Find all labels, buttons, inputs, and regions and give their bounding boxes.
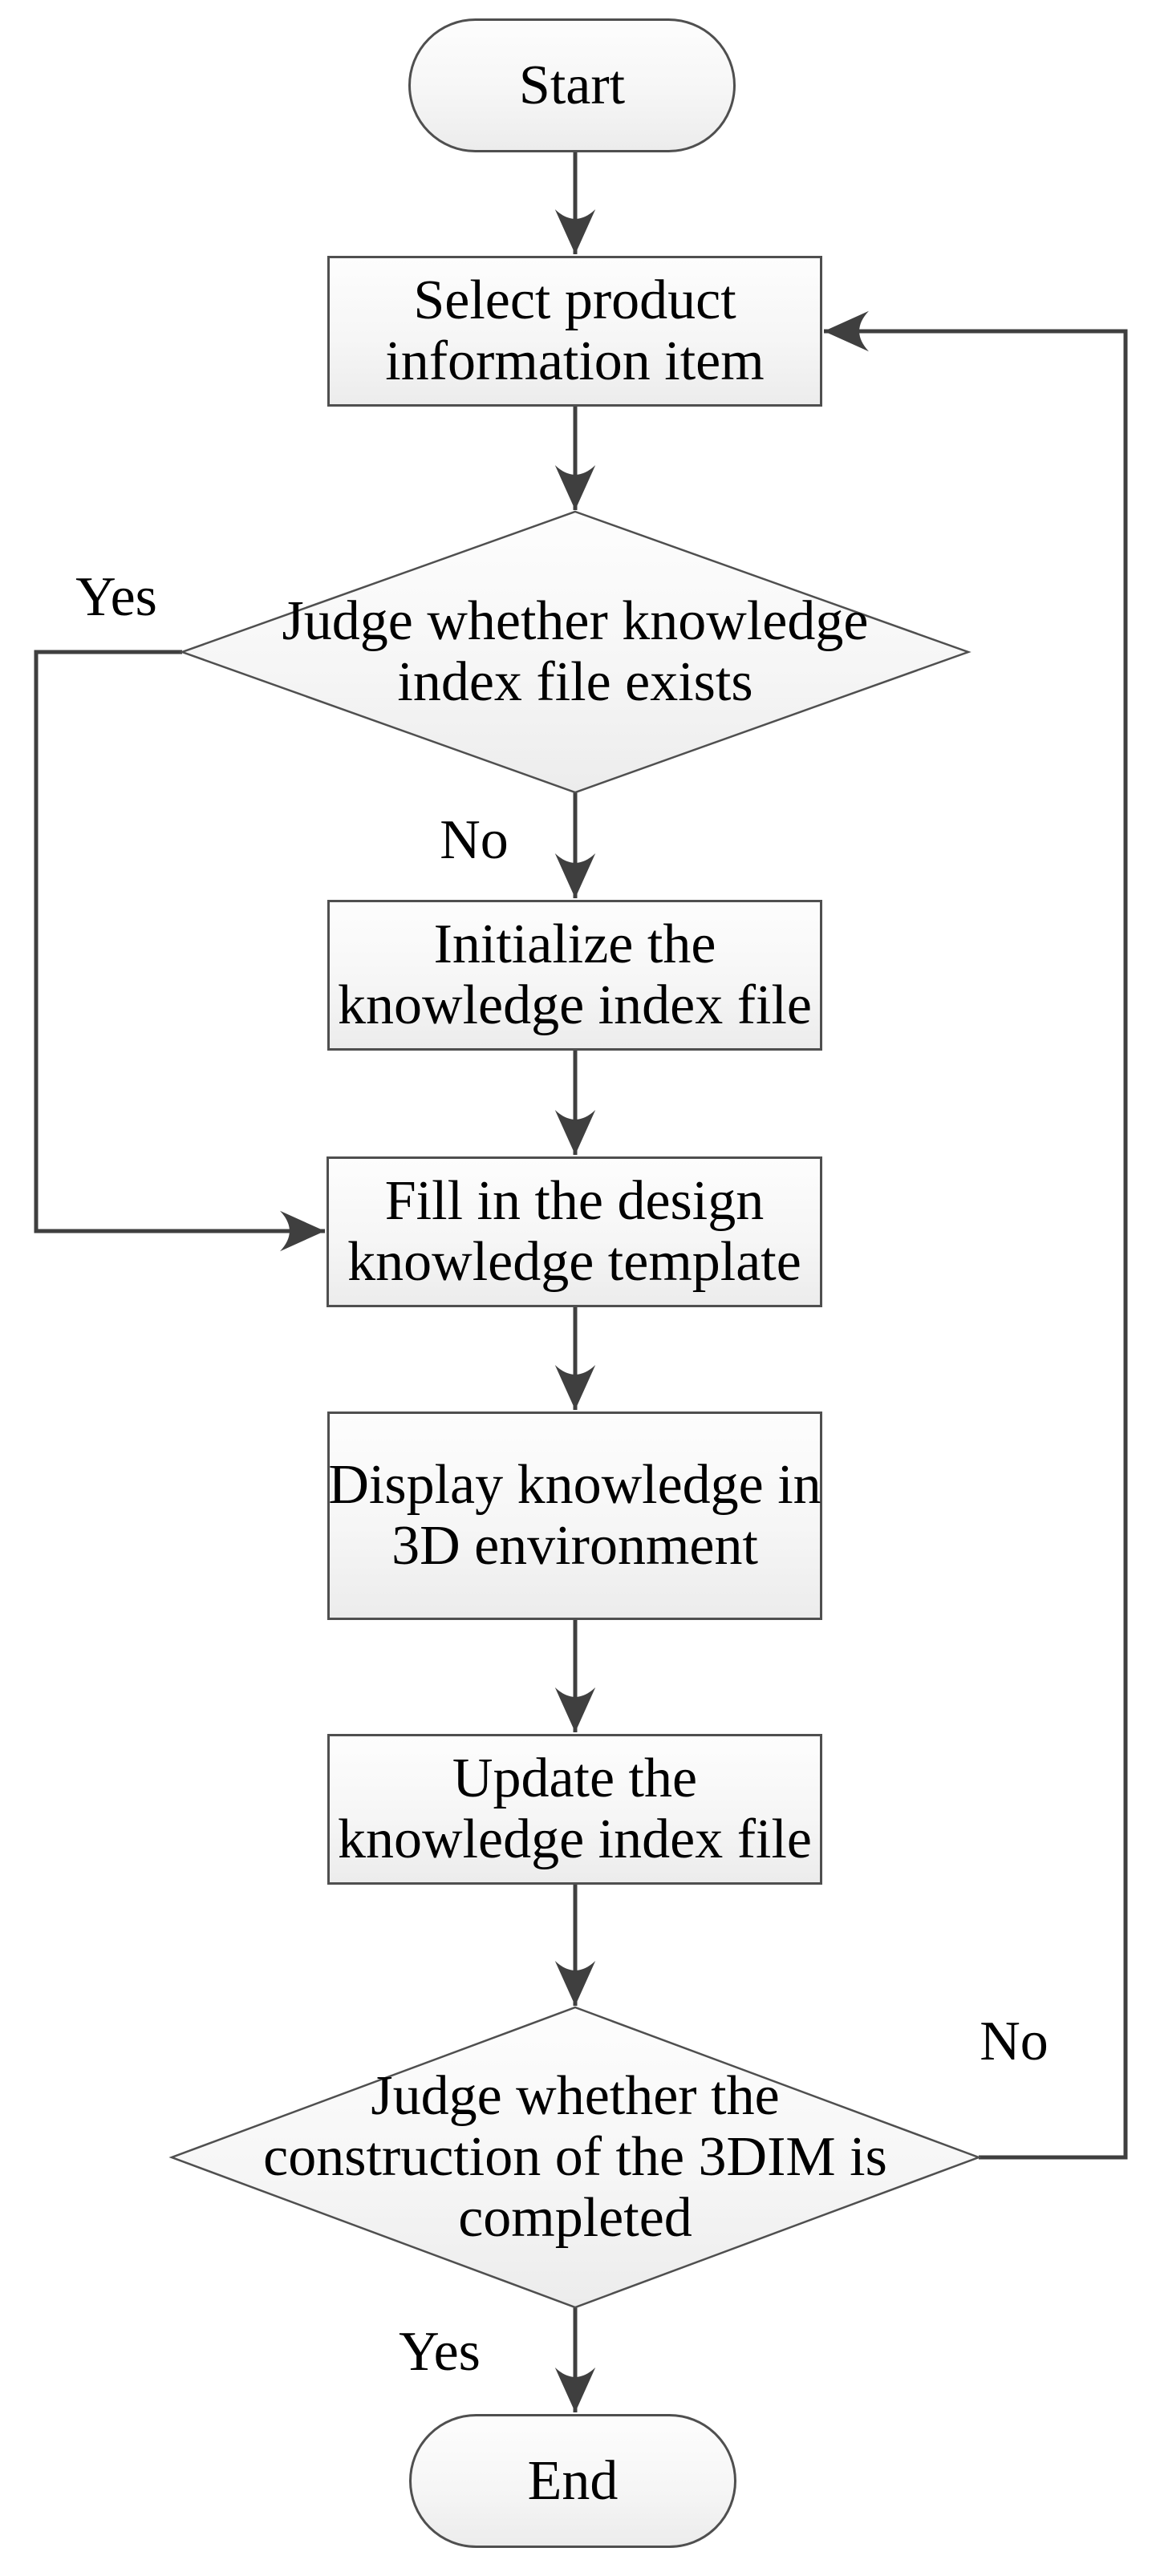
- fill-template-line1: Fill in the design: [384, 1170, 765, 1232]
- fill-template-line2: knowledge template: [347, 1231, 801, 1293]
- decision2-yes-label: Yes: [399, 2321, 481, 2383]
- connector-decision1-yes-loop: [34, 650, 325, 1252]
- select-product-line1: Select product: [413, 269, 736, 331]
- start-node: Start: [408, 18, 736, 152]
- decision1-yes-label: Yes: [75, 566, 157, 628]
- display-knowledge-line2: 3D environment: [391, 1515, 758, 1577]
- select-product-node: Select product information item: [327, 256, 822, 407]
- display-knowledge-node: Display knowledge in 3D environment: [327, 1412, 822, 1620]
- initialize-line1: Initialize the: [433, 913, 716, 975]
- display-knowledge-line1: Display knowledge in: [328, 1454, 821, 1516]
- end-node: End: [409, 2414, 736, 2548]
- fill-template-node: Fill in the design knowledge template: [327, 1156, 822, 1307]
- decision1-diamond-shape: [179, 510, 971, 794]
- update-index-node: Update the knowledge index file: [327, 1734, 822, 1885]
- update-index-line1: Update the: [452, 1748, 698, 1809]
- update-index-line2: knowledge index file: [338, 1808, 812, 1870]
- decision2-diamond-shape: [168, 2006, 982, 2309]
- start-label: Start: [518, 54, 626, 116]
- initialize-node: Initialize the knowledge index file: [327, 900, 822, 1051]
- connector-decision2-no-loop: [824, 310, 1128, 2160]
- select-product-line2: information item: [385, 330, 765, 392]
- decision2-no-label: No: [980, 2011, 1049, 2072]
- initialize-line2: knowledge index file: [338, 974, 812, 1036]
- decision1-no-label: No: [440, 809, 509, 871]
- end-label: End: [527, 2449, 619, 2512]
